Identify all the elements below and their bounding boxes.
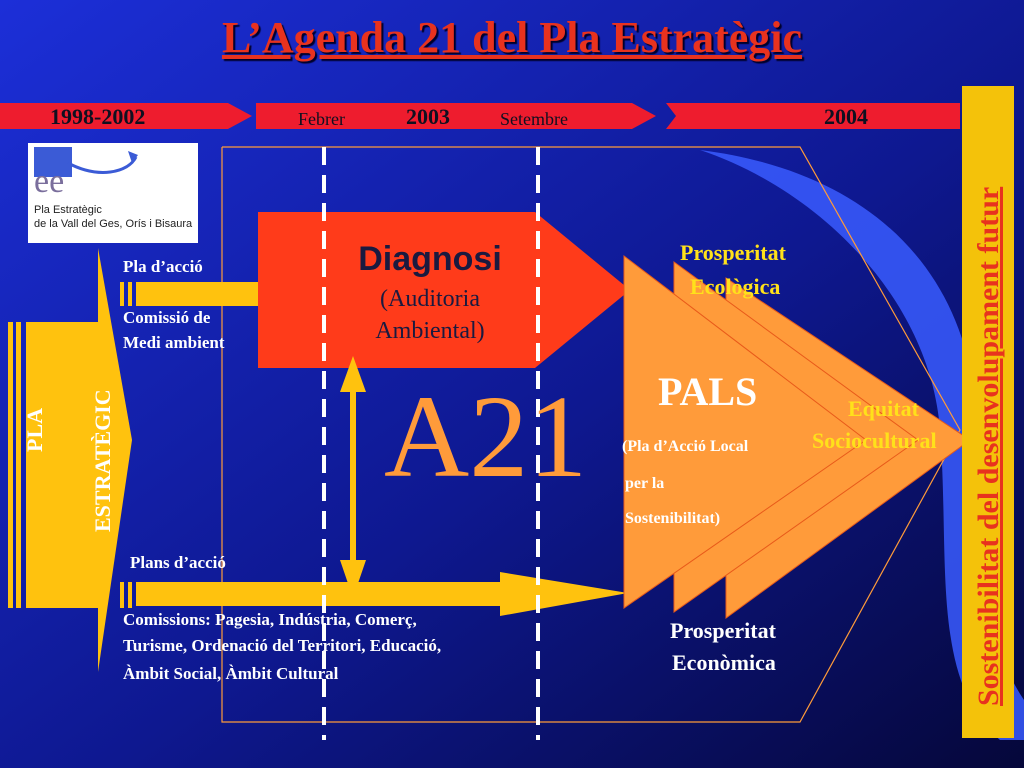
lower-commissions-line3: Àmbit Social, Àmbit Cultural [123,664,339,683]
logo-text-line2: de la Vall del Ges, Orís i Bisaura [34,218,193,230]
pals-line3: Sostenibilitat) [625,510,721,527]
timeline-label-2003: 2003 [406,104,450,129]
a21-label: A21 [384,371,588,502]
timeline-arrow-1998-2002 [0,103,252,129]
sostenibilitat-banner-text: Sostenibilitat del desenvolupament futur [972,186,1005,706]
diagnosi-line2: Ambiental) [375,318,485,344]
upper-commission-line2: Medi ambient [123,333,225,352]
logo-mark: ee [34,163,65,200]
upper-branch-label: Pla d’acció [123,257,203,276]
lower-commissions-line1: Comissions: Pagesia, Indústria, Comerç, [123,610,417,629]
timeline-arrow-2004 [666,103,960,129]
lower-arrow-tick-1 [120,582,124,608]
pals-chevron-1 [623,254,867,609]
process-frame [221,146,961,723]
pla-estrategic-arrow [98,248,132,672]
outcome-economica-line2: Econòmica [672,650,776,675]
outcome-economica-line1: Prosperitat [670,618,776,643]
outcome-ecologica-line1: Prosperitat [680,240,786,265]
upper-commission-line1: Comissió de [123,308,211,327]
lower-arrow-tick-2 [128,582,132,608]
pla-body [26,322,98,608]
double-arrow-bottom-head [340,560,366,598]
timeline-arrow-2003 [256,103,656,129]
outcome-sociocultural-line1: Equitat [848,396,919,421]
pla-label: PLA [22,408,47,452]
lower-branch-label: Plans d’acció [130,553,226,572]
pla-bar-1 [8,322,13,608]
diagnosi-title: Diagnosi [358,240,502,278]
timeline-label-1998-2002: 1998-2002 [50,104,146,129]
vertical-banner-bg [962,86,1014,738]
logo-swirl-icon [34,147,138,177]
pla-bar-2 [16,322,21,608]
lower-yellow-arrow [136,572,628,616]
timeline-label-2004: 2004 [824,104,868,129]
pals-line1: (Pla d’Acció Local [622,438,749,455]
pla-estrategic-logo: ee Pla Estratègic de la Vall del Ges, Or… [28,143,198,243]
logo-text-line1: Pla Estratègic [34,204,102,216]
lower-commissions-line2: Turisme, Ordenació del Territori, Educac… [123,636,442,655]
outcome-ecologica-line2: Ecològica [690,274,781,299]
pals-title: PALS [658,369,758,414]
page-title: L’Agenda 21 del Pla Estratègic [221,13,803,62]
upper-arrow-tick-1 [120,282,124,306]
double-arrow-top-head [340,356,366,392]
upper-arrow-tick-2 [128,282,132,306]
outcome-sociocultural-line2: Sociocultural [812,428,937,453]
timeline-label-febrer: Febrer [298,109,345,129]
timeline-label-setembre: Setembre [500,109,568,129]
blue-swoosh [700,150,1024,740]
estrategic-label: ESTRATÈGIC [90,389,115,532]
diagnosi-line1: (Auditoria [380,286,480,312]
pals-line2: per la [625,475,665,492]
